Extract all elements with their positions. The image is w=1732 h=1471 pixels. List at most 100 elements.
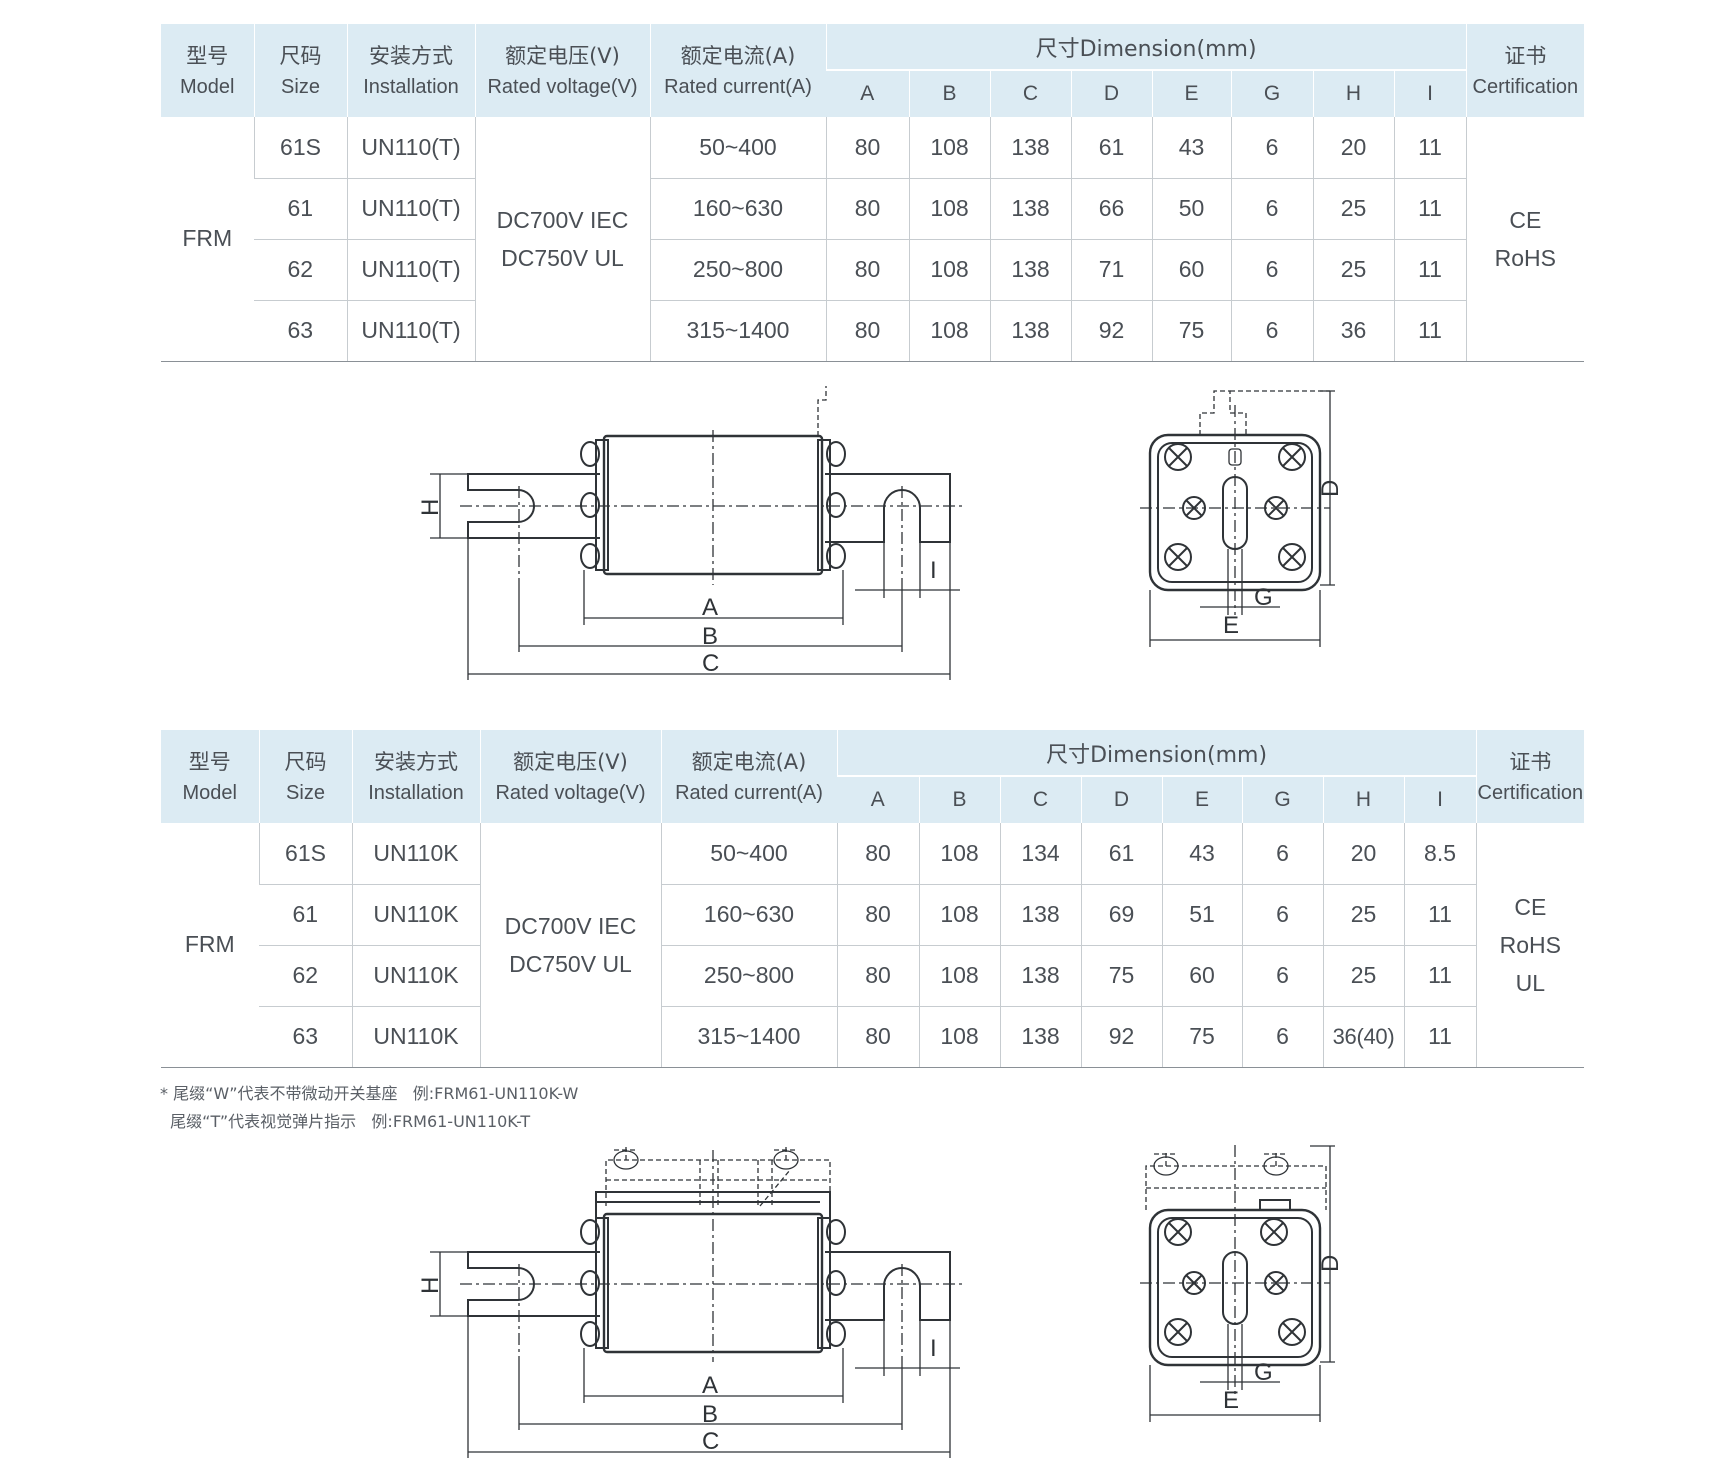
dim-cell: 138 — [999, 1006, 1081, 1068]
footnote-suffix-t: 尾缀“T”代表视觉弹片指示 例:FRM61-UN110K-T — [160, 1112, 531, 1131]
dim-cell: 75 — [1151, 300, 1231, 362]
voltage-ul: DC750V UL — [501, 244, 624, 271]
install-cell: UN110(T) — [346, 300, 475, 362]
header-rated-current: 额定电流(A)Rated current(A) — [660, 730, 837, 823]
dim-cell: 6 — [1230, 239, 1313, 301]
dim-label-g: G — [1254, 1359, 1273, 1386]
current-cell: 50~400 — [649, 117, 826, 179]
dim-cell: 6 — [1241, 1006, 1323, 1068]
current-cell: 160~630 — [660, 884, 837, 946]
dim-label-e: E — [1223, 612, 1239, 639]
dim-cell: 11 — [1403, 1006, 1477, 1068]
dim-label-d: D — [1317, 480, 1344, 497]
install-cell: UN110(T) — [346, 178, 475, 240]
size-cell: 61 — [254, 178, 347, 240]
header-dim-h: H — [1312, 70, 1394, 117]
dim-cell: 25 — [1312, 178, 1394, 240]
dim-cell: 108 — [918, 1006, 1000, 1068]
voltage-iec: DC700V IEC — [496, 206, 629, 233]
header-rated-voltage: 额定电压(V)Rated voltage(V) — [479, 730, 661, 823]
dim-cell: 61 — [1070, 117, 1152, 179]
install-cell: UN110K — [351, 884, 480, 946]
header-dim-c: C — [989, 70, 1071, 117]
dim-cell: 51 — [1161, 884, 1242, 946]
dim-cell: 80 — [825, 300, 909, 362]
dim-cell: 11 — [1403, 884, 1477, 946]
size-cell: 63 — [259, 1006, 352, 1068]
dim-label-c: C — [702, 1428, 719, 1455]
dim-cell: 25 — [1322, 945, 1404, 1007]
install-cell: UN110(T) — [346, 117, 475, 179]
dim-cell: 11 — [1393, 178, 1467, 240]
size-cell: 61S — [258, 823, 352, 885]
dim-cell: 36(40) — [1322, 1006, 1404, 1068]
dim-label-d: D — [1317, 1255, 1344, 1272]
header-dim-e: E — [1161, 776, 1242, 823]
current-cell: 315~1400 — [660, 1006, 837, 1068]
dim-cell: 69 — [1080, 884, 1162, 946]
dim-cell: 25 — [1322, 884, 1404, 946]
header-dim-a: A — [837, 776, 919, 823]
dim-cell: 20 — [1322, 823, 1404, 885]
install-cell: UN110(T) — [346, 239, 475, 301]
size-cell: 62 — [259, 945, 352, 1007]
dim-label-i: I — [930, 557, 937, 584]
table-row: 61 UN110K 160~630 80 108 138 69 51 6 25 … — [161, 884, 1584, 946]
dim-cell: 108 — [908, 178, 990, 240]
dim-cell: 80 — [825, 178, 909, 240]
dim-label-h: H — [417, 499, 444, 516]
dim-cell: 80 — [825, 117, 909, 179]
table-row: 63 UN110K 315~1400 80 108 138 92 75 6 36… — [161, 1006, 1584, 1068]
dim-cell: 108 — [918, 945, 1000, 1007]
current-cell: 250~800 — [649, 239, 826, 301]
dim-cell: 75 — [1080, 945, 1162, 1007]
size-cell: 61S — [253, 117, 347, 179]
dim-cell: 80 — [825, 239, 909, 301]
current-cell: 160~630 — [649, 178, 826, 240]
install-cell: UN110K — [351, 945, 480, 1007]
header-dim-d: D — [1080, 776, 1162, 823]
current-cell: 315~1400 — [649, 300, 826, 362]
cert-ce: CE — [1509, 206, 1542, 233]
size-cell: 61 — [259, 884, 352, 946]
dim-cell: 80 — [836, 823, 919, 885]
cert-rohs: RoHS — [1499, 931, 1562, 958]
header-dim-e: E — [1151, 70, 1231, 117]
dim-cell: 138 — [989, 117, 1071, 179]
header-dim-c: C — [999, 776, 1081, 823]
dim-label-b: B — [702, 623, 718, 650]
header-dim-b: B — [908, 70, 990, 117]
dim-cell: 43 — [1161, 823, 1242, 885]
voltage-cell: DC700V IEC DC750V UL — [474, 117, 650, 362]
cert-ul: UL — [1515, 969, 1546, 996]
header-dim-d: D — [1070, 70, 1152, 117]
fuse-side-view-drawing: H I A B C — [417, 386, 965, 680]
dim-label-e: E — [1223, 1387, 1239, 1414]
dim-cell: 11 — [1393, 300, 1467, 362]
header-dimension: 尺寸Dimension(mm) — [825, 24, 1467, 71]
dim-cell: 138 — [989, 300, 1071, 362]
header-rated-current: 额定电流(A)Rated current(A) — [649, 24, 826, 117]
dim-cell: 138 — [999, 884, 1081, 946]
header-dim-b: B — [918, 776, 1000, 823]
dim-cell: 138 — [989, 239, 1071, 301]
dim-cell: 6 — [1241, 823, 1323, 885]
dim-cell: 80 — [836, 1006, 919, 1068]
dim-cell: 138 — [999, 945, 1081, 1007]
fuse-base-side-view-drawing: H I A B C — [417, 1145, 965, 1458]
dim-cell: 75 — [1161, 1006, 1242, 1068]
size-cell: 62 — [254, 239, 347, 301]
footnote-suffix-w: * 尾缀“W”代表不带微动开关基座 例:FRM61-UN110K-W — [160, 1084, 579, 1103]
dim-cell: 43 — [1151, 117, 1231, 179]
header-dim-a: A — [826, 70, 909, 117]
